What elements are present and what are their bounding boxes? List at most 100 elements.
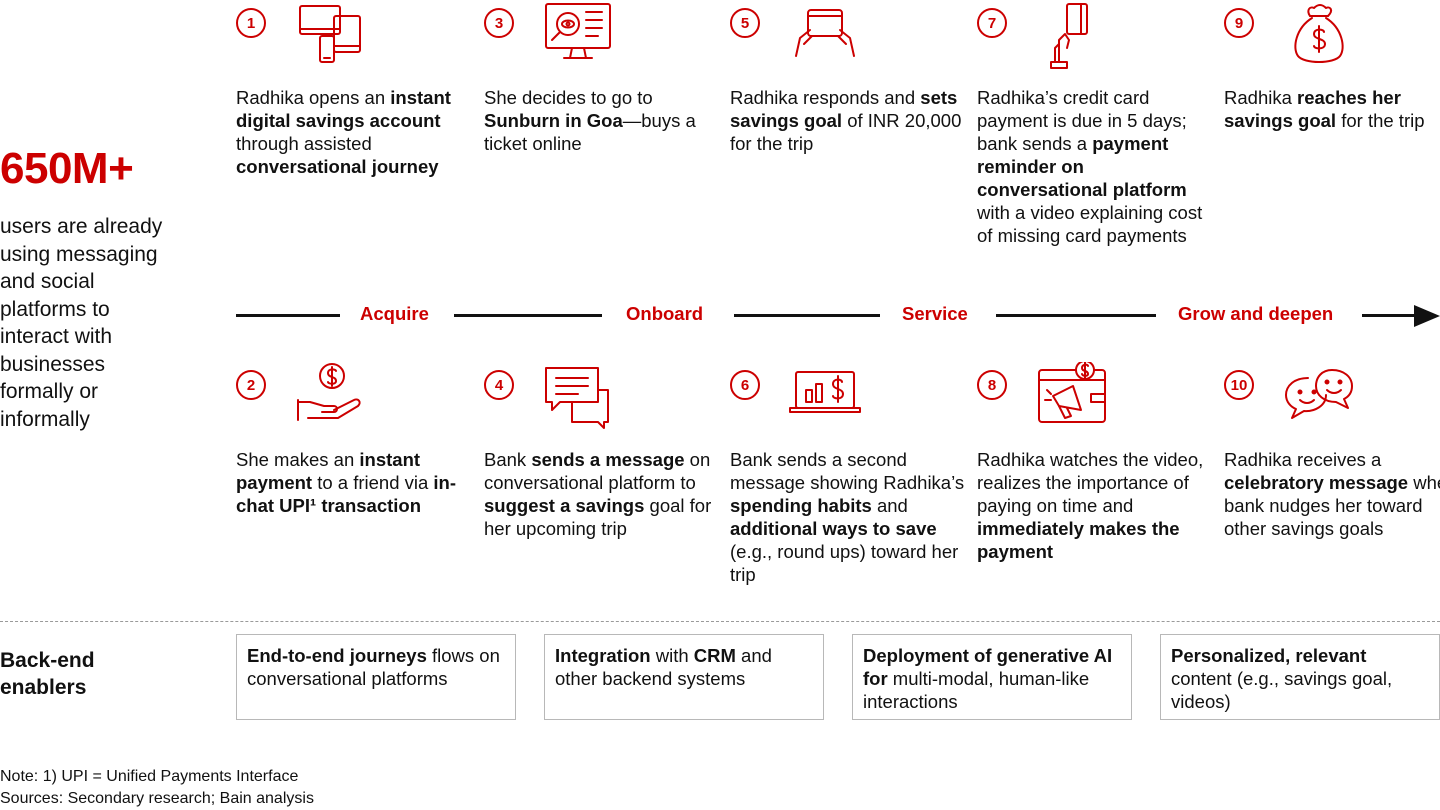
bold-text-segment: users are already using messaging (0, 215, 163, 266)
bold-text-segment: Deployment of generative AI for (863, 645, 1113, 689)
step-number-badge: 1 (236, 8, 266, 38)
bold-text-segment: suggest a savings (484, 495, 645, 516)
step-number-badge: 9 (1224, 8, 1254, 38)
step-description: Radhika opens an instant digital savings… (236, 86, 476, 178)
bold-text-segment: Sunburn in Goa (484, 110, 623, 131)
bold-text-segment: Integration (555, 645, 651, 666)
step-description: Radhika’s credit card payment is due in … (977, 86, 1217, 247)
step-number-badge: 8 (977, 370, 1007, 400)
stat-description: users are already using messaging and so… (0, 213, 170, 433)
step-number-badge: 7 (977, 8, 1007, 38)
text-segment: Radhika opens an (236, 87, 391, 108)
stage-service: Service (902, 303, 968, 324)
text-segment: of INR 20,000 for the trip (730, 110, 967, 154)
bold-text-segment: sets savings goal (730, 87, 963, 131)
enablers-title: Back-end enablers (0, 649, 95, 699)
timeline-segment (996, 314, 1156, 317)
stage-acquire: Acquire (360, 303, 429, 324)
stage-grow-and-deepen: Grow and deepen (1178, 303, 1334, 324)
text-segment: Radhika responds and (730, 87, 921, 108)
bold-text-segment: spending habits (730, 495, 872, 516)
text-segment: Radhika’s credit card payment is due in … (977, 87, 1192, 154)
text-segment: through assisted (236, 110, 446, 154)
text-segment: and (871, 495, 913, 516)
step-description: Radhika reaches her savings goal for the… (1224, 86, 1440, 132)
step-description: Radhika watches the video, realizes the … (977, 448, 1217, 563)
hands-phone-icon (788, 0, 862, 74)
timeline-segment (1362, 314, 1418, 317)
text-segment: with (650, 645, 694, 666)
chat-bubbles-icon (542, 362, 616, 436)
text-segment: and (0, 270, 41, 293)
laptop-chart-icon (788, 362, 862, 436)
text-segment: —buys a ticket online (484, 110, 701, 154)
enabler-box: Integration with CRM and other backend s… (544, 634, 824, 720)
bold-text-segment: CRM (693, 645, 736, 666)
note-text: Note: 1) UPI = Unified Payments Interfac… (0, 768, 299, 785)
step-description: Bank sends a message on conversational p… (484, 448, 724, 540)
text-segment: goal for her upcoming trip (484, 495, 717, 539)
text-segment: on conversational platform to (484, 449, 716, 493)
enabler-box: End-to-end journeys flows on conversatio… (236, 634, 516, 720)
bold-text-segment: immediately makes the payment (977, 518, 1185, 562)
text-segment: Bank sends a second message showing Radh… (730, 449, 970, 493)
step-number-badge: 10 (1224, 370, 1254, 400)
text-segment: where bank nudges her toward other savin… (1224, 472, 1440, 539)
step-description: Bank sends a second message showing Radh… (730, 448, 970, 586)
step-description: Radhika responds and sets savings goal o… (730, 86, 970, 155)
arrow-right-icon (1414, 305, 1440, 327)
timeline-segment (236, 314, 340, 317)
text-segment: She decides to go to (484, 87, 658, 108)
megaphone-video-icon (1035, 360, 1109, 436)
bold-text-segment: social platforms (0, 270, 95, 321)
enabler-box: Personalized, relevant content (e.g., sa… (1160, 634, 1440, 720)
text-segment: multi-modal, human-like interactions (863, 668, 1090, 712)
stat-number: 650M+ (0, 144, 134, 193)
text-segment: and other backend systems (555, 645, 772, 689)
text-segment: Radhika watches the video, realizes the … (977, 449, 1209, 516)
devices-icon (294, 0, 368, 74)
bold-text-segment: celebratory message (1224, 472, 1409, 493)
step-number-badge: 4 (484, 370, 514, 400)
step-number-badge: 2 (236, 370, 266, 400)
section-divider (0, 621, 1440, 622)
bold-text-segment: instant digital savings account (236, 87, 457, 131)
bold-text-segment: End-to-end journeys (247, 645, 427, 666)
bold-text-segment: additional ways to save (730, 518, 937, 539)
bold-text-segment: sends a message (531, 449, 685, 470)
hand-dollar-icon (294, 362, 368, 436)
step-number-badge: 3 (484, 8, 514, 38)
customer-journey-timeline: Acquire Onboard Service Grow and deepen (236, 300, 1440, 330)
text-segment: for the trip (1336, 110, 1425, 131)
step-description: She decides to go to Sunburn in Goa—buys… (484, 86, 724, 155)
timeline-segment (454, 314, 602, 317)
text-segment: Radhika (1224, 87, 1298, 108)
smiley-chat-icon (1282, 362, 1356, 436)
step-number-badge: 5 (730, 8, 760, 38)
timeline-segment (734, 314, 880, 317)
bold-text-segment: in-chat UPI¹ transaction (236, 472, 457, 516)
step-description: Radhika receives a celebratory message w… (1224, 448, 1440, 540)
text-segment: flows on conversational platforms (247, 645, 500, 689)
stage-onboard: Onboard (626, 303, 704, 324)
footnotes: Note: 1) UPI = Unified Payments Interfac… (0, 766, 314, 810)
enabler-box: Deployment of generative AI for multi-mo… (852, 634, 1132, 720)
text-segment: Bank (484, 449, 532, 470)
bold-text-segment: payment reminder on conversational platf… (977, 133, 1187, 200)
step-number-badge: 6 (730, 370, 760, 400)
hand-card-icon (1035, 0, 1109, 74)
text-segment: Radhika receives a (1224, 449, 1387, 470)
text-segment: to a friend via (312, 472, 434, 493)
text-segment: (e.g., round ups) toward her trip (730, 518, 964, 585)
text-segment: She makes an (236, 449, 360, 470)
money-bag-icon (1282, 0, 1356, 74)
monitor-search-icon (542, 0, 616, 74)
text-segment: content (e.g., savings goal, videos) (1171, 668, 1393, 712)
bold-text-segment: conversational journey (236, 156, 439, 177)
text-segment: with a video explaining cost of missing … (977, 179, 1208, 246)
bold-text-segment: Personalized, relevant (1171, 645, 1367, 666)
bold-text-segment: reaches her savings goal (1224, 87, 1407, 131)
bold-text-segment: instant payment (236, 449, 426, 493)
text-segment: to interact with businesses formally or … (0, 297, 113, 431)
sources-text: Sources: Secondary research; Bain analys… (0, 790, 314, 807)
